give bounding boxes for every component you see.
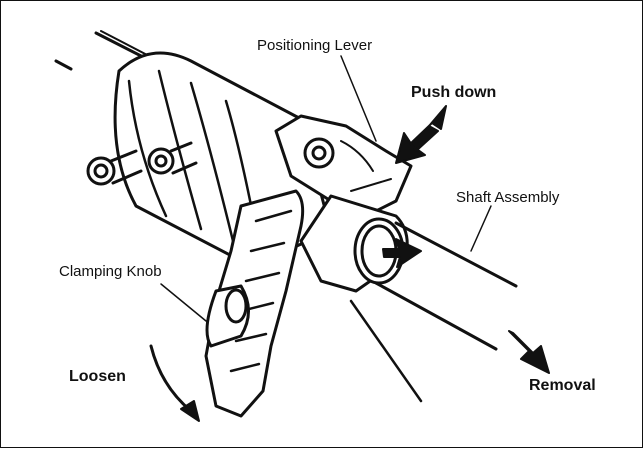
- housing-rib-3: [189, 81, 235, 243]
- housing-rib-1: [127, 79, 168, 218]
- clamping-knob: [204, 189, 305, 418]
- knob-leader: [160, 283, 207, 322]
- positioning-lever-label: Positioning Lever: [257, 37, 373, 54]
- lever-leader: [340, 55, 377, 142]
- housing-rib-2: [157, 69, 203, 231]
- shaft-assembly: [374, 221, 518, 351]
- removal-arrow: [508, 330, 550, 374]
- clamping-knob-label: Clamping Knob: [59, 263, 162, 280]
- loosen-arrow: [149, 344, 193, 413]
- lever-bolt: [303, 137, 335, 169]
- shaft-leader: [470, 205, 492, 252]
- inner-arrow: [382, 238, 422, 268]
- push-down-arrow: [395, 105, 447, 164]
- loosen-label: Loosen: [69, 368, 126, 385]
- removal-label: Removal: [529, 377, 596, 394]
- push-down-label: Push down: [411, 84, 497, 101]
- center-bolt: [147, 141, 198, 175]
- shaft-assembly-label: Shaft Assembly: [456, 189, 560, 206]
- left-bolt: [86, 149, 143, 186]
